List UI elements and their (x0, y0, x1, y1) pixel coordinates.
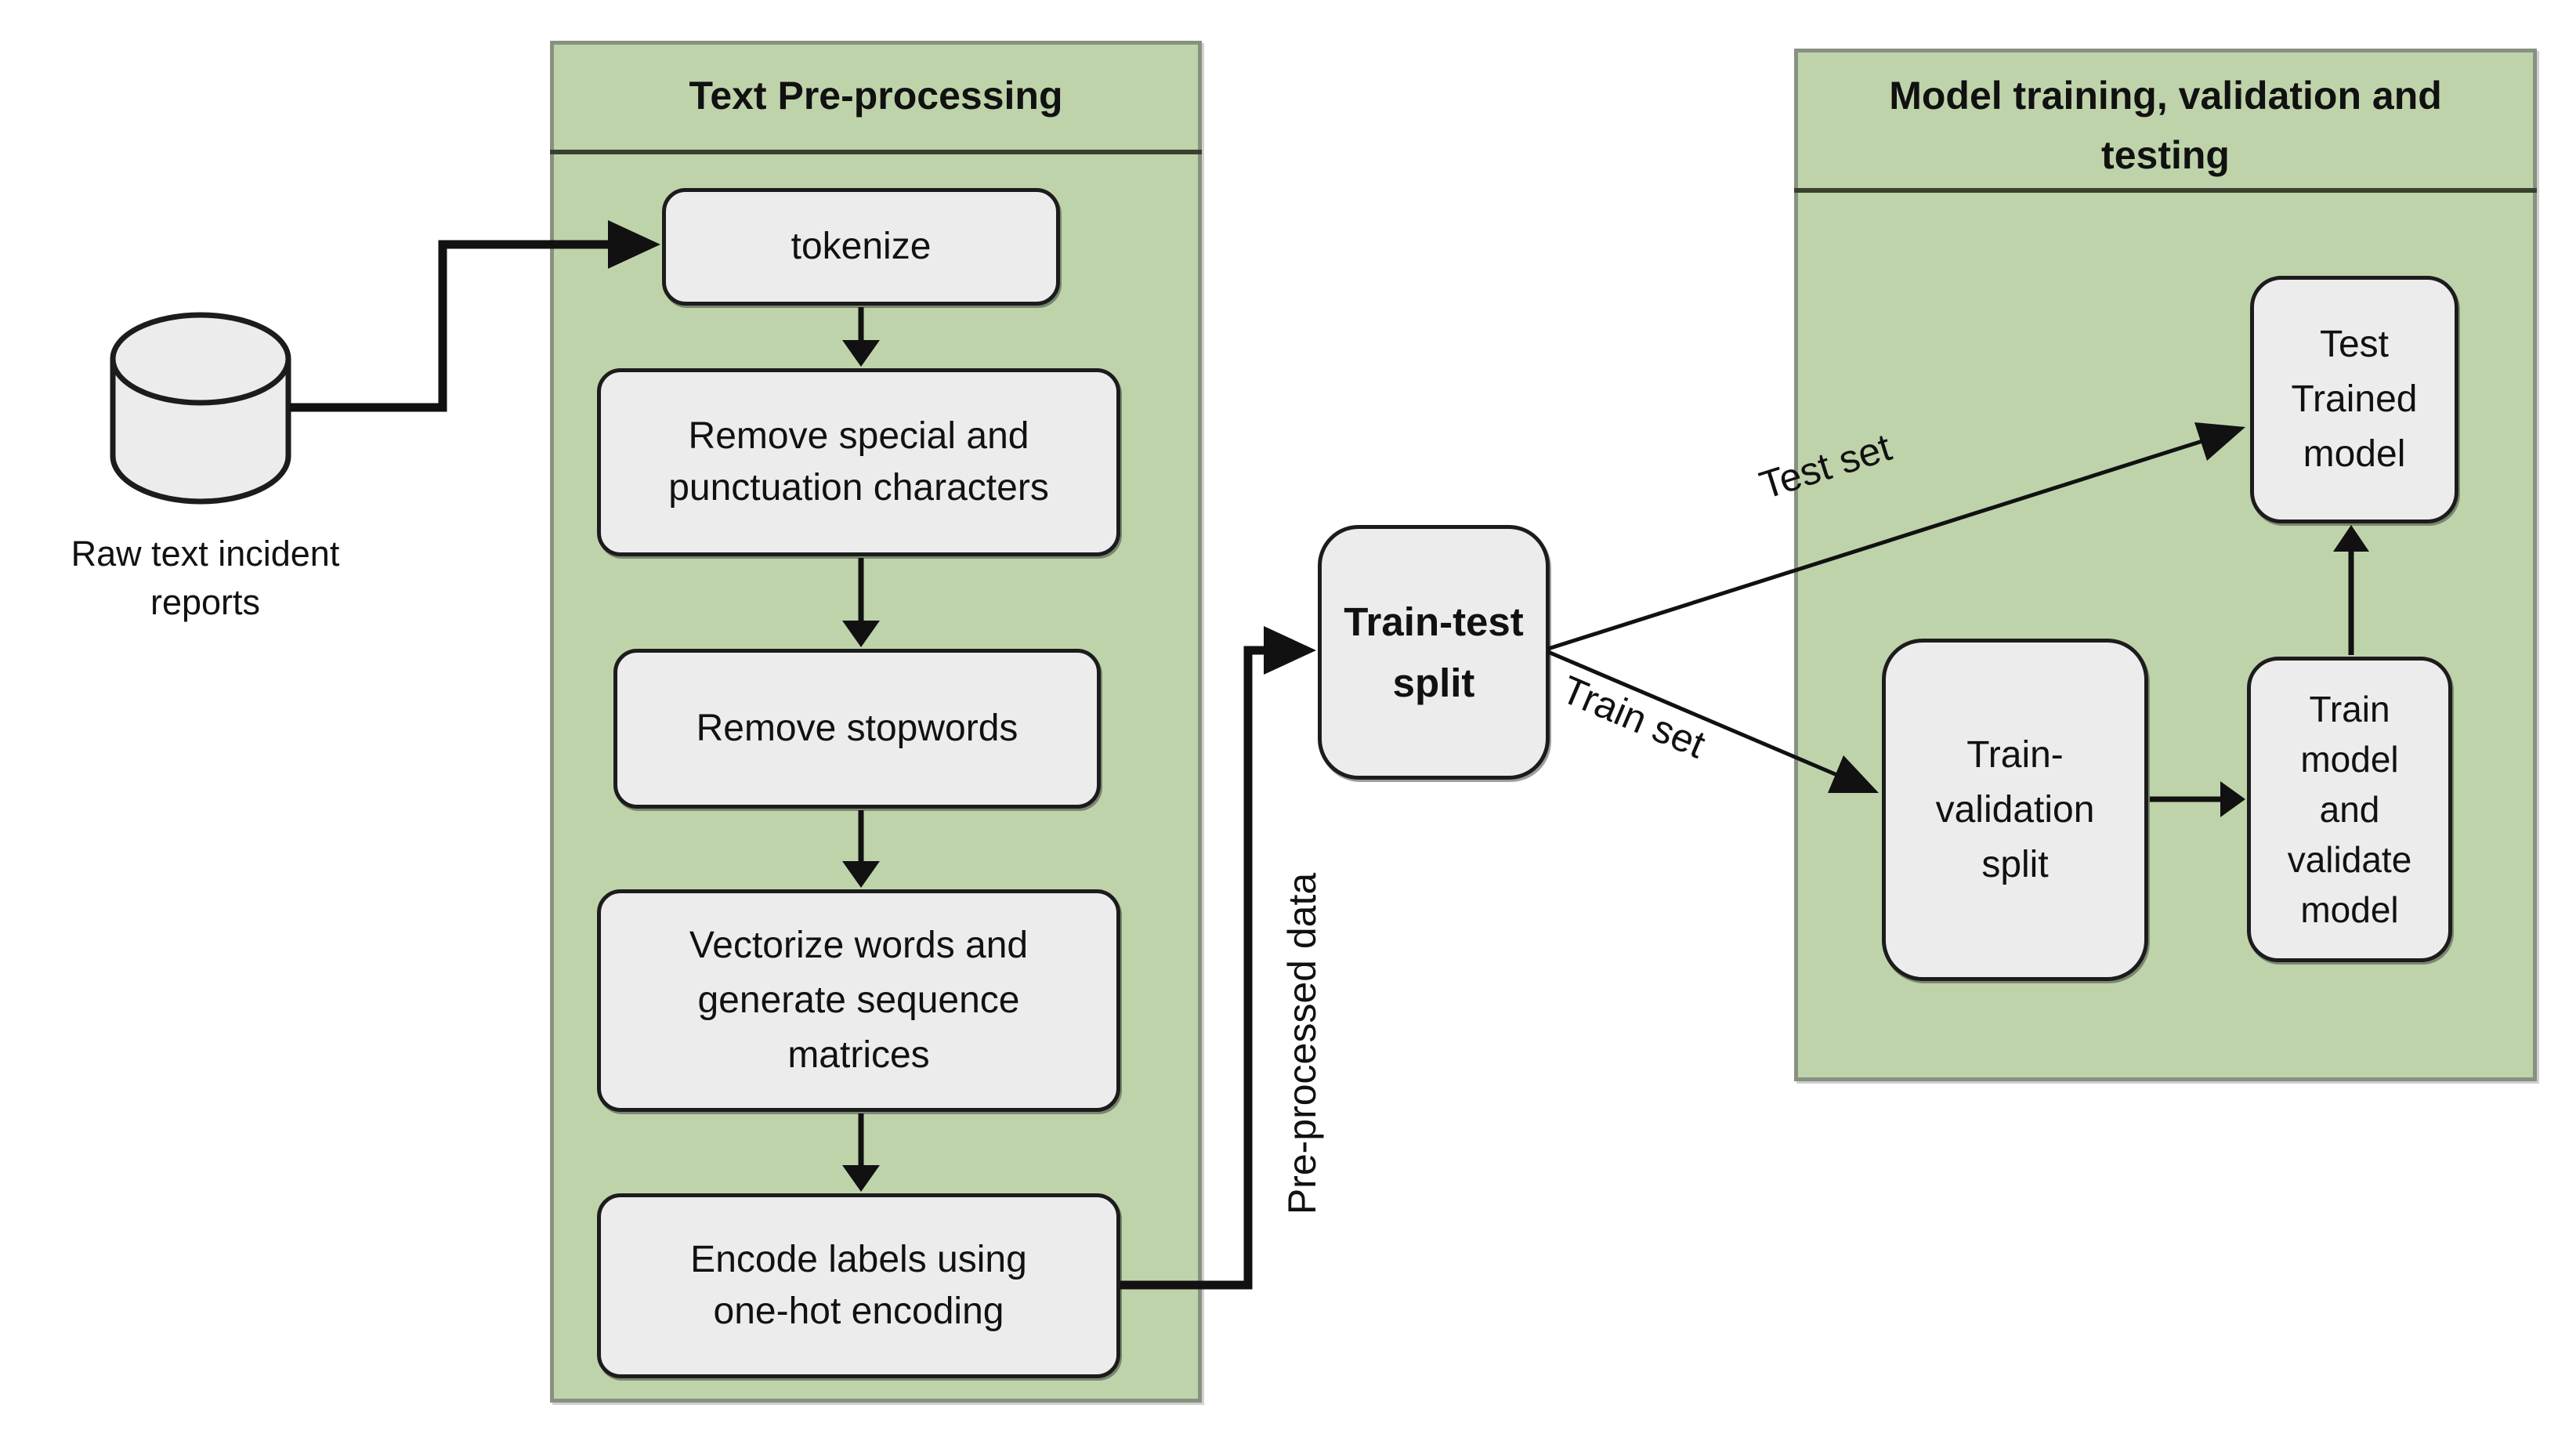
node-test-trained-model: Test Trained model (2250, 276, 2458, 523)
label-pre-processed-data: Pre-processed data (1280, 872, 1324, 1215)
text-preprocessing-separator (550, 150, 1202, 154)
step-encode-labels: Encode labels using one-hot encoding (597, 1193, 1120, 1378)
database-icon (110, 312, 291, 505)
step-remove-stopwords: Remove stopwords (613, 649, 1101, 809)
node-train-model-validate: Train model and validate model (2247, 657, 2452, 962)
step-remove-special: Remove special and punctuation character… (597, 368, 1120, 556)
step-tokenize: tokenize (662, 188, 1060, 306)
database-label: Raw text incident reports (71, 534, 340, 622)
step-vectorize-words: Vectorize words and generate sequence ma… (597, 889, 1120, 1112)
text-preprocessing-title: Text Pre-processing (689, 74, 1063, 118)
node-train-validation-split: Train- validation split (1882, 639, 2148, 981)
label-train-set: Train set (1555, 667, 1712, 767)
model-training-title: Model training, validation and testing (1889, 74, 2442, 177)
node-train-test-split: Train-test split (1318, 525, 1550, 780)
model-training-separator (1794, 188, 2537, 193)
